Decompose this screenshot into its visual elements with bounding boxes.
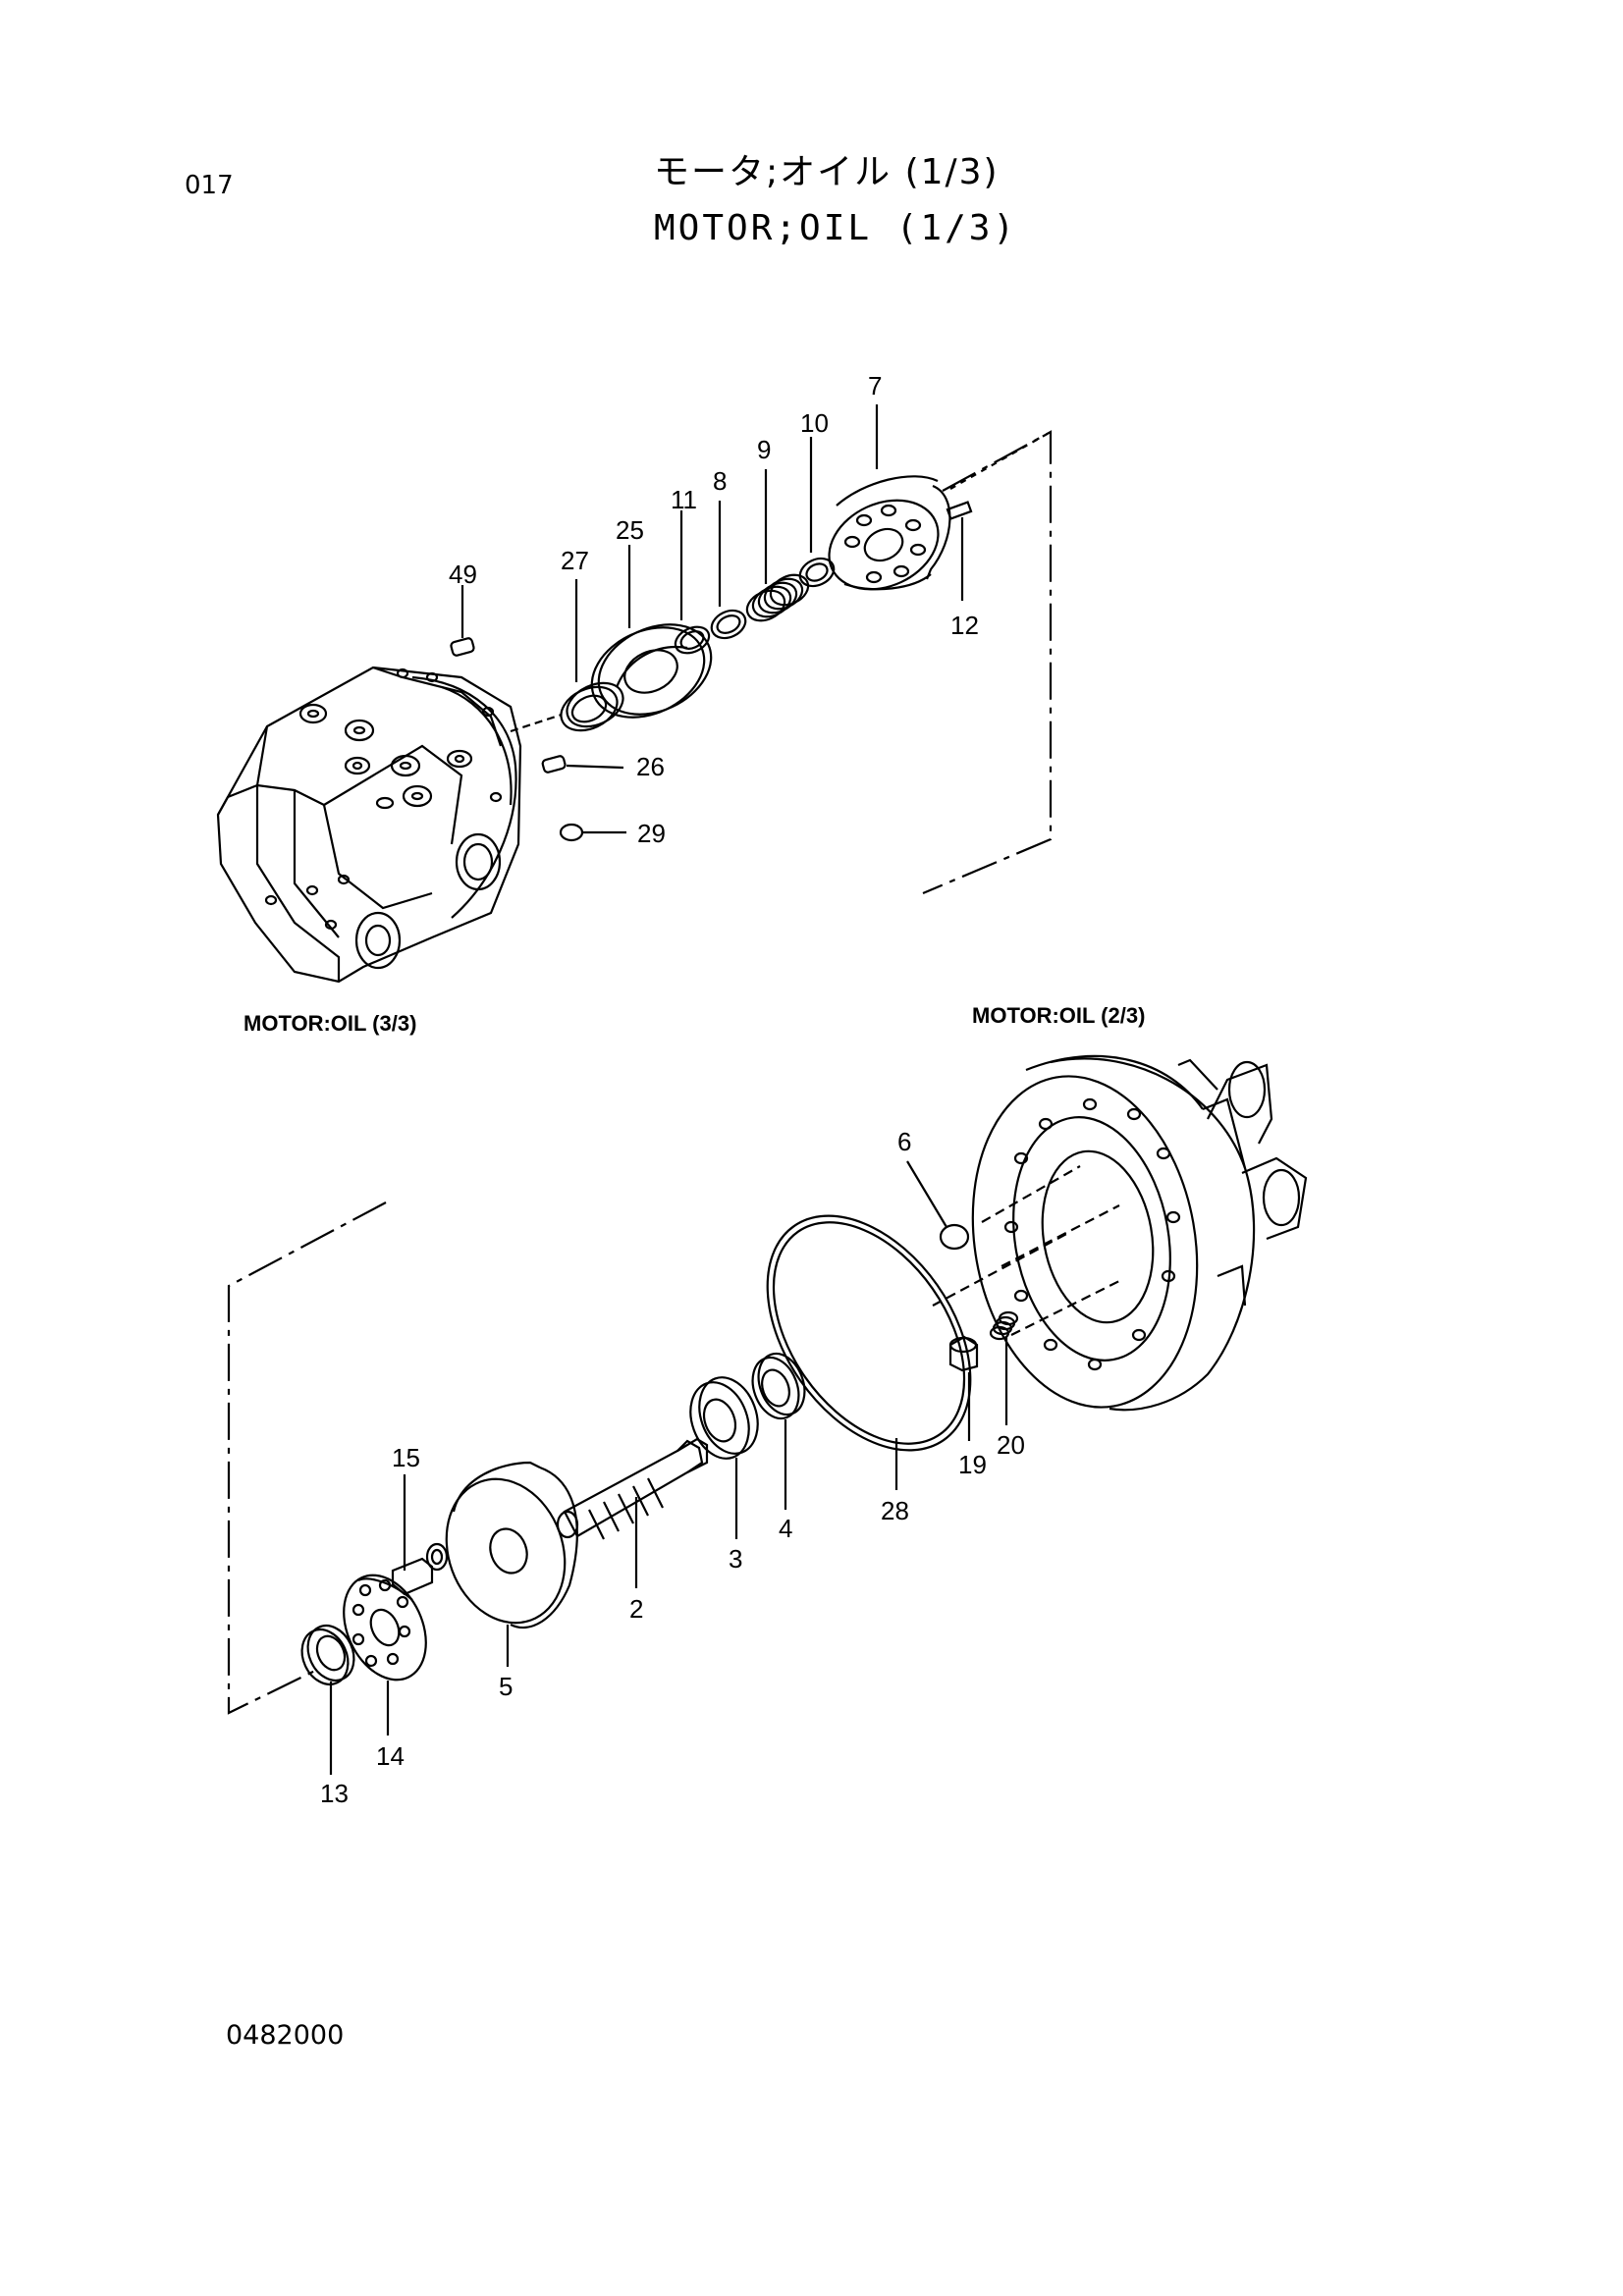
callout-28: 28 <box>881 1496 909 1525</box>
page-number: 017 <box>185 171 234 200</box>
callout-2: 2 <box>629 1594 644 1624</box>
callout-20: 20 <box>997 1430 1025 1460</box>
callout-8: 8 <box>713 466 728 496</box>
callout-12: 12 <box>950 611 979 640</box>
part-5-swash-plate <box>445 1461 578 1629</box>
part-4-oil-seal <box>751 1352 806 1420</box>
callout-11: 11 <box>671 485 697 514</box>
callout-6: 6 <box>897 1127 912 1156</box>
reference-motor-oil-2-3: MOTOR:OIL (2/3) <box>972 1003 1146 1028</box>
part-2-shaft <box>556 1437 709 1540</box>
part-7-cylinder-block <box>828 475 951 591</box>
callout-10: 10 <box>800 408 829 438</box>
part-10-ring <box>798 557 836 588</box>
callout-4: 4 <box>779 1514 793 1543</box>
part-9-spring <box>745 573 810 622</box>
part-20-spring <box>989 1310 1019 1341</box>
part-28-large-o-ring <box>766 1214 972 1452</box>
callout-29: 29 <box>637 819 666 848</box>
callout-7: 7 <box>868 371 883 400</box>
callout-26: 26 <box>636 752 665 781</box>
part-15-piston <box>391 1542 449 1596</box>
part-8-ring <box>710 609 747 640</box>
callout-13: 13 <box>320 1779 349 1808</box>
part-29-o-ring <box>559 823 584 842</box>
part-11-snap-ring <box>674 625 711 655</box>
part-6-o-ring <box>939 1223 970 1251</box>
lower-assembly-boundary <box>227 1201 387 1715</box>
title-english: MOTOR;OIL (1/3) <box>654 208 1018 248</box>
part-3-bearing <box>689 1376 759 1460</box>
part-49-pin <box>450 637 475 657</box>
motor-valve-block <box>216 666 522 984</box>
part-12-pin <box>946 501 973 520</box>
callout-5: 5 <box>499 1672 514 1701</box>
callout-19: 19 <box>958 1450 987 1479</box>
callout-3: 3 <box>729 1544 743 1574</box>
motor-housing <box>971 1054 1308 1412</box>
document-number: 0482000 <box>226 2020 345 2051</box>
callout-9: 9 <box>757 435 772 464</box>
callout-49: 49 <box>449 560 477 589</box>
title-japanese: モータ;オイル (1/3) <box>654 152 1000 192</box>
part-13-ball-guide <box>300 1625 355 1685</box>
upper-assembly-boundary <box>922 430 1053 895</box>
callout-25: 25 <box>616 515 644 545</box>
reference-motor-oil-3-3: MOTOR:OIL (3/3) <box>243 1011 417 1036</box>
callout-14: 14 <box>376 1741 405 1771</box>
callout-15: 15 <box>392 1443 420 1472</box>
part-26-pin <box>541 755 567 774</box>
callout-27: 27 <box>561 546 589 575</box>
part-27-bearing <box>560 681 624 732</box>
